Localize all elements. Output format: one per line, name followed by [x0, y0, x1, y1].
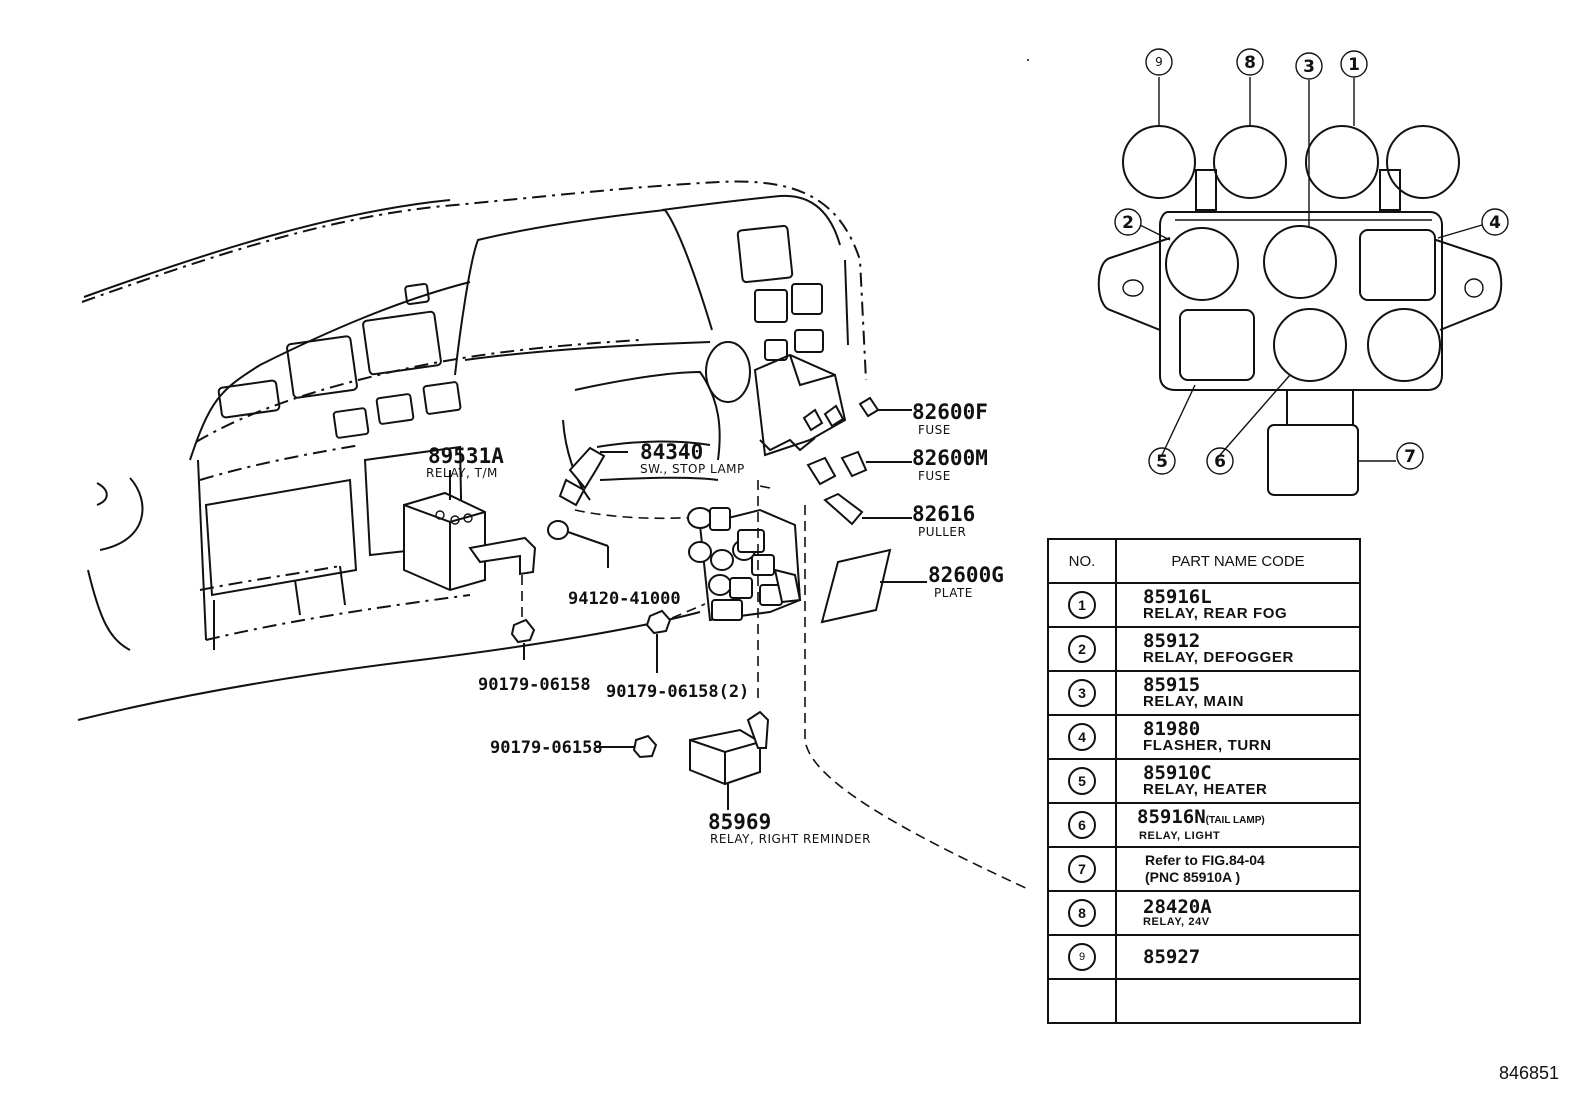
block-label-5: 5 — [1156, 452, 1168, 472]
row-name: RELAY, HEATER — [1143, 781, 1268, 798]
row-number: 1 — [1068, 591, 1096, 619]
row-name: RELAY, 24V — [1143, 916, 1210, 928]
callout-plate-code: 82600G — [928, 563, 1004, 587]
table-header-row: NO. PART NAME CODE — [1047, 538, 1361, 584]
table-row: 9 85927 — [1047, 934, 1361, 980]
block-label-2: 2 — [1122, 213, 1134, 233]
row-code: 85915 — [1143, 674, 1201, 696]
callout-relay-reminder-code: 85969 — [708, 810, 771, 834]
block-label-1: 1 — [1348, 55, 1360, 75]
table-row: 6 85916N(TAIL LAMP) RELAY, LIGHT — [1047, 802, 1361, 848]
callout-nut-left-code: 90179-06158 — [478, 675, 591, 695]
row-code: 85916L — [1143, 586, 1212, 608]
row-code: 28420A — [1143, 896, 1212, 918]
row-code: 81980 — [1143, 718, 1201, 740]
relay-block-diagram: 9 8 3 1 2 4 5 6 7 — [1097, 48, 1509, 496]
callout-nut-lower-code: 90179-06158 — [490, 738, 603, 758]
block-label-6: 6 — [1214, 452, 1226, 472]
block-label-4: 4 — [1489, 213, 1501, 233]
stop-lamp-switch-part — [547, 446, 628, 568]
fuse-block-part — [687, 507, 802, 622]
header-part-name-code: PART NAME CODE — [1115, 538, 1361, 584]
row-number: 6 — [1068, 811, 1096, 839]
callout-clip-code: 94120-41000 — [568, 589, 681, 609]
row-number: 2 — [1068, 635, 1096, 663]
header-no: NO. — [1047, 538, 1117, 584]
fuse-f-parts — [802, 396, 912, 432]
row-number: 8 — [1068, 899, 1096, 927]
row-number-empty — [1047, 978, 1117, 1024]
dashboard-outline — [77, 180, 867, 721]
row-name: RELAY, DEFOGGER — [1143, 649, 1294, 666]
figure-id: 846851 — [1499, 1063, 1560, 1083]
row-code: 85916N — [1137, 806, 1206, 828]
table-row: 7 Refer to FIG.84-04(PNC 85910A ) — [1047, 846, 1361, 892]
callout-fuse-f-code: 82600F — [912, 400, 988, 424]
plate-part — [820, 548, 927, 624]
callout-stop-lamp-code: 84340 — [640, 440, 703, 464]
row-number: 4 — [1068, 723, 1096, 751]
callout-relay-tm-name: RELAY, T/M — [426, 466, 498, 480]
row-code: 85927 — [1143, 946, 1201, 968]
callout-fuse-m-name: FUSE — [918, 469, 951, 483]
callout-puller-name: PULLER — [918, 525, 966, 539]
nut-center-part — [645, 603, 706, 673]
puller-part — [823, 492, 912, 526]
row-ref-line-2: (PNC 85910A ) — [1145, 869, 1241, 885]
row-empty-cell — [1115, 978, 1361, 1024]
row-code: 85910C — [1143, 762, 1212, 784]
callout-stop-lamp-name: SW., STOP LAMP — [640, 462, 745, 476]
callout-relay-tm-code: 89531A — [428, 444, 504, 468]
relay-tm-part — [403, 470, 537, 592]
row-name: RELAY, MAIN — [1143, 693, 1245, 710]
nut-left-part — [510, 618, 536, 660]
row-code: 85912 — [1143, 630, 1201, 652]
row-number: 9 — [1068, 943, 1096, 971]
callout-plate-name: PLATE — [934, 586, 973, 600]
row-name: RELAY, LIGHT — [1139, 830, 1221, 842]
row-note: (TAIL LAMP) — [1205, 815, 1265, 826]
relay-reminder-part — [689, 710, 770, 810]
callout-puller-code: 82616 — [912, 502, 975, 526]
nut-lower-part — [596, 734, 658, 759]
block-label-3: 3 — [1303, 57, 1315, 77]
table-row — [1047, 978, 1361, 1024]
block-label-8: 8 — [1244, 53, 1256, 73]
callout-nut-center-code: 90179-06158(2) — [606, 682, 749, 702]
row-name: RELAY, REAR FOG — [1143, 605, 1288, 622]
callout-fuse-m-code: 82600M — [912, 446, 988, 470]
row-name: FLASHER, TURN — [1143, 737, 1272, 754]
callout-fuse-f-name: FUSE — [918, 423, 951, 437]
row-ref-line-1: Refer to FIG.84-04 — [1145, 852, 1265, 868]
callout-relay-reminder-name: RELAY, RIGHT REMINDER — [710, 832, 871, 846]
row-number: 3 — [1068, 679, 1096, 707]
row-number: 7 — [1068, 855, 1096, 883]
fuse-m-parts — [806, 450, 912, 486]
row-number: 5 — [1068, 767, 1096, 795]
block-label-9: 9 — [1155, 55, 1163, 69]
block-label-7: 7 — [1404, 447, 1416, 467]
